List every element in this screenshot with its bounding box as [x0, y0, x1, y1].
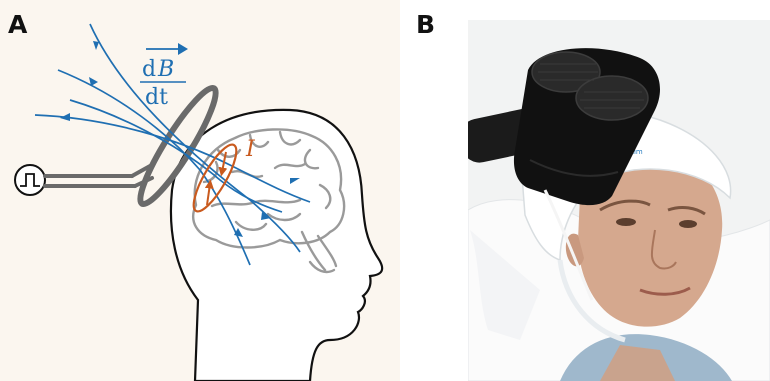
- pulse-generator-icon: [15, 165, 45, 195]
- tms-photo: magstim: [457, 20, 770, 381]
- panel-label-a: A: [8, 10, 27, 39]
- flux-change-label: d B dt: [140, 43, 188, 110]
- flux-numerator-d: d: [142, 57, 156, 82]
- current-label: I: [245, 137, 256, 162]
- flux-denominator: dt: [145, 85, 168, 110]
- flux-numerator-var: B: [157, 57, 174, 82]
- panel-label-b: B: [416, 10, 435, 39]
